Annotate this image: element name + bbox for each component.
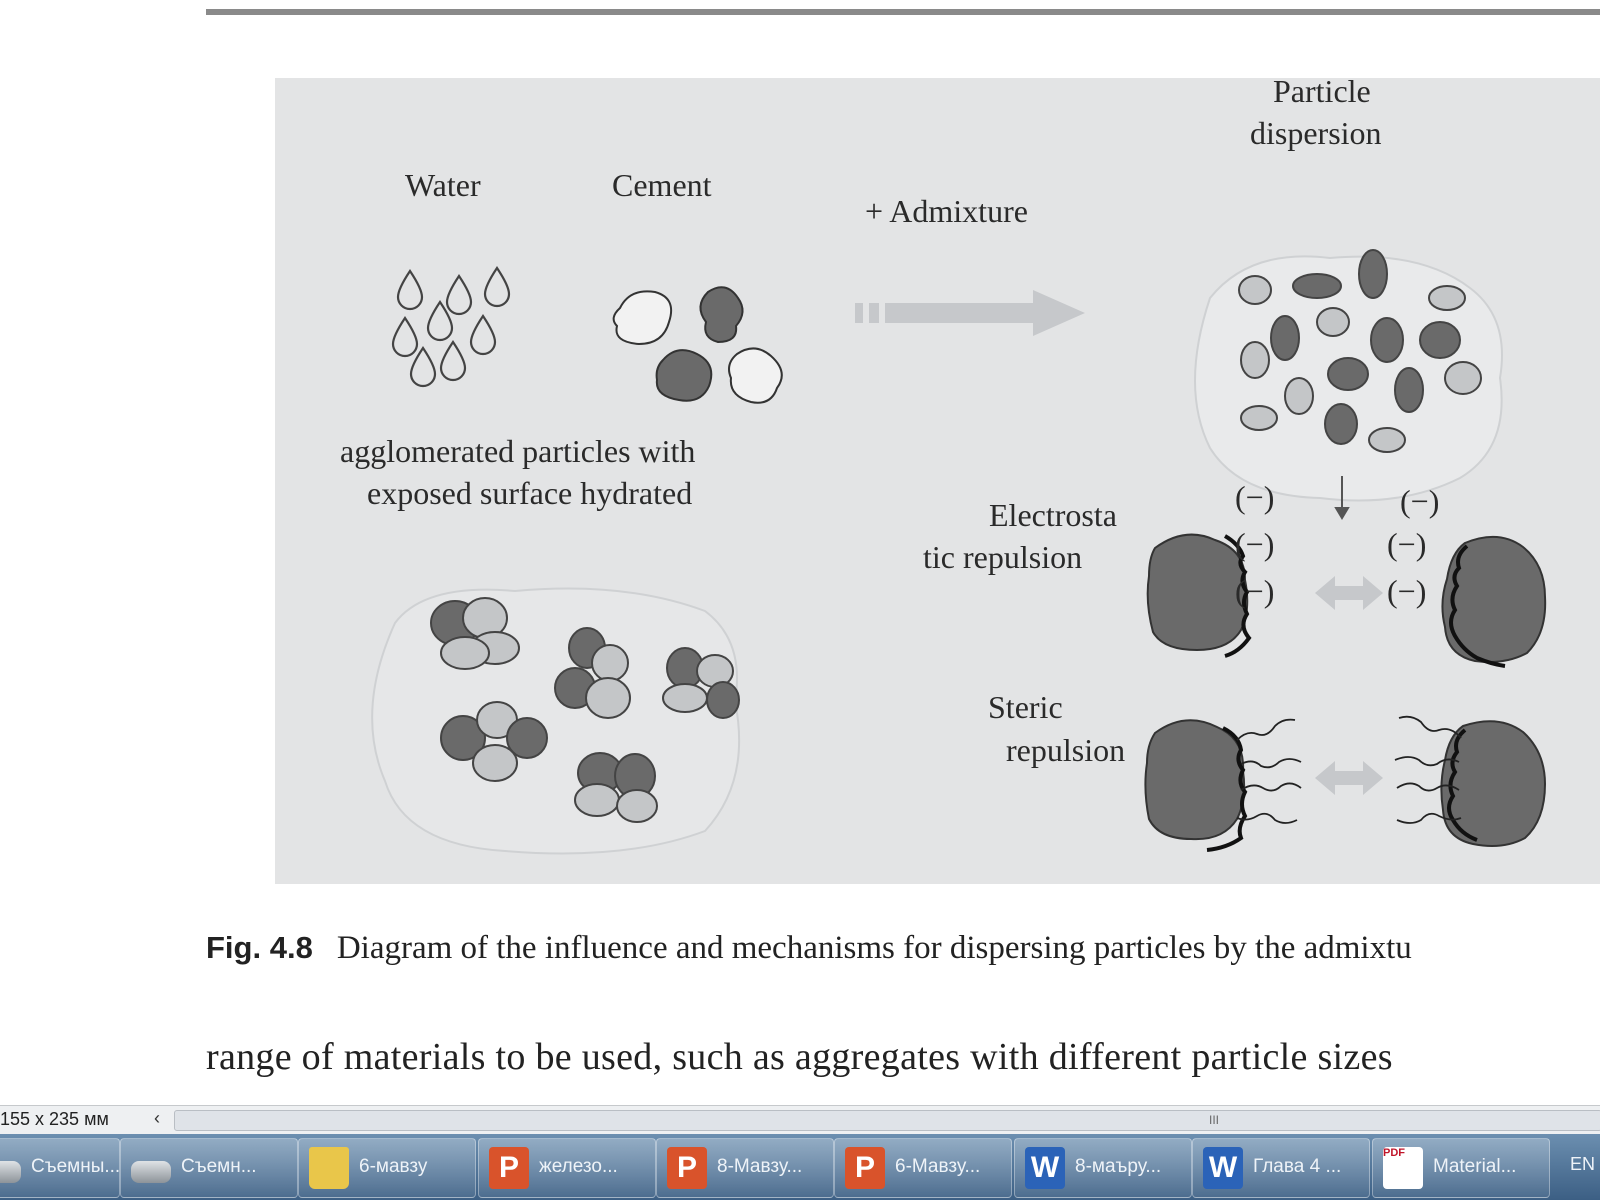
steric-particle-right [1440,720,1547,847]
label-particle-dispersion-1: Particle [1273,78,1371,109]
taskbar-item-ppt-2[interactable]: P 8-Мавзу... [656,1138,834,1198]
powerpoint-icon: P [489,1147,529,1189]
charge-label: (−) [1387,573,1427,609]
diagram-drawing [371,249,1547,855]
figure-caption: Fig. 4.8 Diagram of the influence and mec… [206,930,1600,967]
steric-double-arrow [1315,761,1383,795]
taskbar-item-label: 6-мавзу [359,1156,428,1177]
label-electrostatic-1: Electrosta [989,497,1117,533]
taskbar-item-label: железо... [539,1156,618,1177]
cement-particles [612,286,783,404]
header-rule [206,9,1600,15]
figure-caption-text: Diagram of the influence and mechanisms … [336,930,1412,966]
word-icon: W [1025,1147,1065,1189]
taskbar-item-label: 6-Мавзу... [895,1156,981,1177]
pdf-icon: PDF [1383,1147,1423,1189]
label-water: Water [405,167,481,203]
charge-label: (−) [1235,573,1275,609]
label-steric-2: repulsion [1006,732,1126,768]
label-agglomerated-1: agglomerated particles with [340,433,696,469]
agglomerate-cloud [371,587,741,855]
body-text-line: range of materials to be used, such as a… [206,1036,1393,1078]
taskbar-item-label: 8-маъру... [1075,1156,1162,1177]
taskbar-item-ppt-3[interactable]: P 6-Мавзу... [834,1138,1012,1198]
body-text-line-clipped [206,1082,1600,1102]
electrostatic-particle-left [1146,533,1249,652]
dispersed-particles [1238,249,1482,453]
scrollbar-thumb[interactable]: III [1209,1113,1220,1127]
taskbar-item-label: Съемн... [181,1156,257,1177]
scroll-left-icon[interactable]: ‹ [154,1108,160,1128]
drive-icon [0,1161,21,1183]
label-electrostatic-2: tic repulsion [923,539,1083,575]
electrostatic-edge-right [1449,544,1506,668]
label-cement: Cement [612,167,712,203]
taskbar-item-word-1[interactable]: W 8-маъру... [1014,1138,1192,1198]
down-arrow [1334,476,1350,520]
taskbar-item-word-2[interactable]: W Глава 4 ... [1192,1138,1370,1198]
agglomerates [430,597,740,823]
charge-label: (−) [1400,483,1440,519]
word-icon: W [1203,1147,1243,1189]
page-size-readout: 155 x 235 мм [0,1109,109,1129]
taskbar: Съемны... Съемн... 6-мавзу P железо... P… [0,1134,1600,1200]
electrostatic-particle-right [1441,536,1547,663]
status-bar: 155 x 235 мм ‹ III [0,1105,1600,1135]
label-agglomerated-2: exposed surface hydrated [367,475,693,511]
taskbar-item-removable-2[interactable]: Съемн... [120,1138,298,1198]
taskbar-item-removable-1[interactable]: Съемны... [0,1138,120,1198]
taskbar-item-ppt-1[interactable]: P железо... [478,1138,656,1198]
folder-icon [309,1147,349,1189]
powerpoint-icon: P [667,1147,707,1189]
taskbar-item-pdf[interactable]: PDF Material... [1372,1138,1550,1198]
horizontal-scrollbar[interactable]: III [174,1110,1600,1131]
taskbar-item-label: Глава 4 ... [1253,1156,1342,1177]
steric-edge-right [1447,728,1478,842]
steric-edge-left [1206,726,1248,852]
steric-chains-left [1236,718,1302,824]
water-drops [391,266,511,388]
electrostatic-double-arrow [1315,576,1383,610]
language-indicator[interactable]: EN [1570,1154,1596,1174]
charge-label: (−) [1235,526,1275,562]
taskbar-item-label: 8-Мавзу... [717,1156,803,1177]
powerpoint-icon: P [845,1147,885,1189]
label-admixture: + Admixture [865,193,1028,229]
label-particle-dispersion-2: dispersion [1250,115,1382,151]
taskbar-item-label: Material... [1433,1156,1517,1177]
figure-diagram: Water Cement + Admixture Particle disper… [275,78,1600,884]
steric-chains-right [1394,715,1462,824]
admixture-arrow [855,290,1085,336]
charge-label: (−) [1387,526,1427,562]
steric-particle-left [1144,719,1246,841]
taskbar-item-label: Съемны... [31,1156,120,1177]
drive-icon [131,1161,171,1183]
figure-number: Fig. 4.8 [206,930,313,965]
taskbar-item-folder[interactable]: 6-мавзу [298,1138,476,1198]
charge-label: (−) [1235,479,1275,515]
label-steric-1: Steric [988,689,1063,725]
electrostatic-edge-left [1223,534,1252,658]
